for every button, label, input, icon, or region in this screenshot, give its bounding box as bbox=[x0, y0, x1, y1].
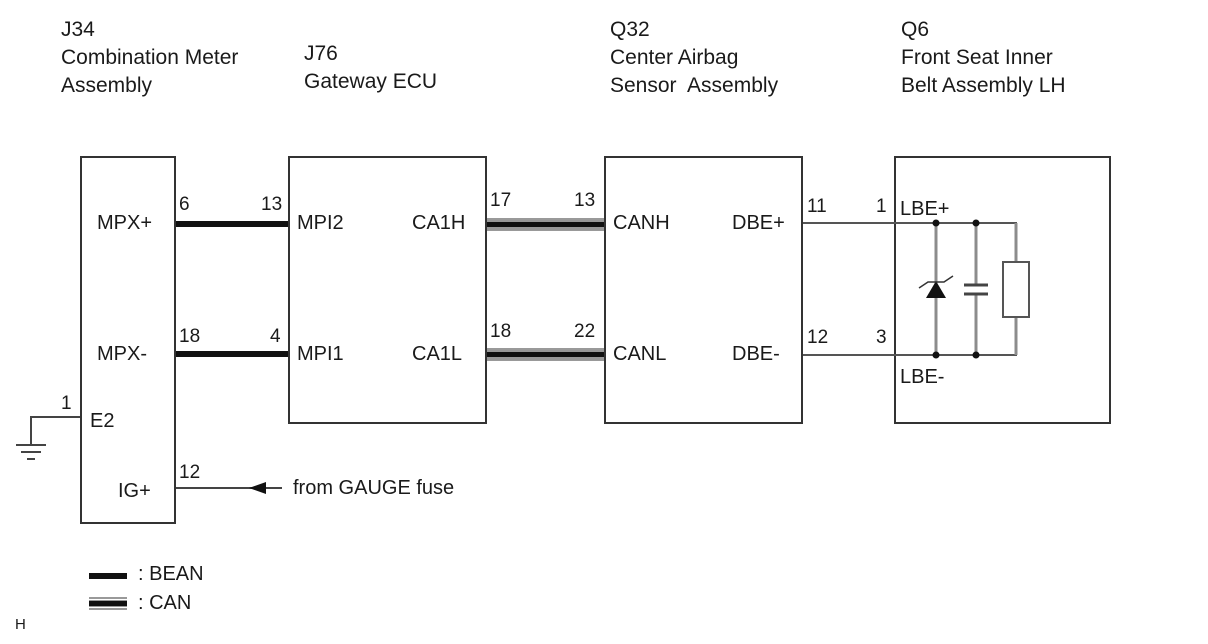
terminal-dbe-plus: DBE+ bbox=[732, 212, 785, 234]
j76-id: J76 bbox=[304, 42, 338, 65]
terminal-e2: E2 bbox=[90, 410, 115, 432]
legend-bean-label: : BEAN bbox=[138, 563, 204, 585]
pin-q32-11: 11 bbox=[807, 196, 827, 217]
pin-q6-3: 3 bbox=[876, 327, 887, 348]
j34-id: J34 bbox=[61, 18, 95, 41]
ig-source-label: from GAUGE fuse bbox=[293, 477, 455, 499]
pin-j76-18: 18 bbox=[490, 321, 512, 342]
pin-q6-1: 1 bbox=[876, 196, 887, 217]
terminal-mpx-plus: MPX+ bbox=[97, 212, 153, 234]
pin-q32-13: 13 bbox=[574, 190, 596, 211]
j34-header: J34 Combination Meter Assembly bbox=[61, 16, 238, 100]
can-wire-canl bbox=[487, 348, 604, 361]
q6-name-line2: Belt Assembly LH bbox=[901, 74, 1066, 97]
pin-j76-17: 17 bbox=[490, 190, 512, 211]
q6-id: Q6 bbox=[901, 18, 930, 41]
bean-wire-mpx-minus bbox=[176, 351, 288, 357]
terminal-lbe-minus: LBE- bbox=[900, 366, 945, 388]
pin-j34-1: 1 bbox=[61, 393, 72, 414]
q32-id: Q32 bbox=[610, 18, 650, 41]
q32-name-line1: Center Airbag bbox=[610, 46, 739, 69]
terminal-dbe-minus: DBE- bbox=[732, 343, 780, 365]
resistor-icon bbox=[1002, 223, 1030, 355]
j34-name-line2: Assembly bbox=[61, 74, 153, 97]
q32-header: Q32 Center Airbag Sensor Assembly bbox=[610, 16, 778, 100]
j34-name-line1: Combination Meter bbox=[61, 46, 239, 69]
can-wire-canh bbox=[487, 218, 604, 231]
terminal-ig-plus: IG+ bbox=[118, 480, 151, 502]
terminal-mpx-minus: MPX- bbox=[97, 343, 147, 365]
j76-box bbox=[288, 156, 487, 424]
terminal-canl: CANL bbox=[613, 343, 667, 365]
pin-j76-13: 13 bbox=[261, 194, 283, 215]
q32-name-line2: Sensor Assembly bbox=[610, 74, 779, 97]
legend-can-symbol bbox=[89, 597, 127, 610]
corner-mark: H bbox=[15, 616, 26, 633]
ig-feed-arrow-icon bbox=[176, 482, 282, 494]
q32-box bbox=[604, 156, 803, 424]
j34-box bbox=[80, 156, 176, 524]
zener-diode-icon bbox=[918, 219, 954, 359]
terminal-ca1h: CA1H bbox=[412, 212, 466, 234]
q6-name-line1: Front Seat Inner bbox=[901, 46, 1053, 69]
bean-wire-mpx-plus bbox=[176, 221, 288, 227]
j76-header: J76 Gateway ECU bbox=[304, 40, 437, 96]
pin-j34-12: 12 bbox=[179, 462, 201, 483]
terminal-lbe-plus: LBE+ bbox=[900, 198, 950, 220]
pin-q32-22: 22 bbox=[574, 321, 596, 342]
terminal-mpi2: MPI2 bbox=[297, 212, 344, 234]
terminal-canh: CANH bbox=[613, 212, 670, 234]
legend-bean-symbol bbox=[89, 573, 127, 579]
pin-j34-6: 6 bbox=[179, 194, 190, 215]
pin-j34-18: 18 bbox=[179, 326, 201, 347]
q6-header: Q6 Front Seat Inner Belt Assembly LH bbox=[901, 16, 1066, 100]
ground-icon bbox=[16, 416, 80, 460]
pin-j76-4: 4 bbox=[270, 326, 281, 347]
pin-q32-12: 12 bbox=[807, 327, 829, 348]
terminal-mpi1: MPI1 bbox=[297, 343, 344, 365]
legend-can-label: : CAN bbox=[138, 592, 192, 614]
terminal-ca1l: CA1L bbox=[412, 343, 463, 365]
j76-name-line1: Gateway ECU bbox=[304, 70, 438, 93]
capacitor-icon bbox=[964, 219, 988, 359]
